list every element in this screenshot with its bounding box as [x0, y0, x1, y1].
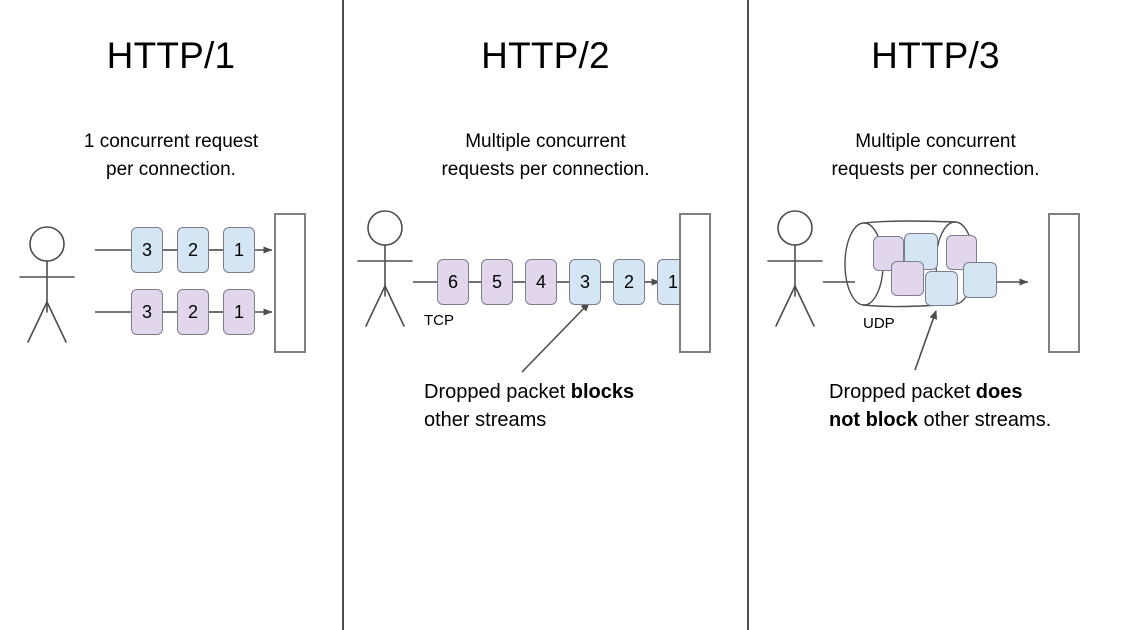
- packet-http1-blue-1: 1: [223, 227, 255, 273]
- caption-http2: Dropped packet blocks other streams: [424, 378, 724, 435]
- column-subtitle-http3: Multiple concurrent requests per connect…: [831, 131, 1040, 180]
- caption-http2-line1-bold: blocks: [570, 381, 635, 403]
- server-http1: [274, 213, 306, 353]
- packet-http1-blue-2: 2: [177, 227, 209, 273]
- column-title-http3: HTTP/3: [871, 35, 1000, 76]
- column-title-http2: HTTP/2: [481, 35, 610, 76]
- column-title-http1: HTTP/1: [106, 35, 236, 76]
- caption-http3-line2-plain: other streams.: [917, 409, 1052, 432]
- packet-http3-blue-c: [963, 262, 997, 298]
- caption-http3: Dropped packet does not block other stre…: [829, 378, 1122, 435]
- packet-http2-4: 4: [525, 259, 557, 305]
- column-divider-2: [747, 0, 749, 630]
- packet-http3-blue-b: [925, 271, 958, 306]
- server-http3: [1048, 213, 1080, 353]
- column-divider-1: [342, 0, 344, 630]
- packet-http2-3: 3: [569, 259, 601, 305]
- caption-http2-line2: other streams: [424, 409, 547, 432]
- packet-http2-2: 2: [613, 259, 645, 305]
- caption-http3-line1-plain: Dropped packet: [829, 381, 976, 403]
- caption-http2-line1-plain: Dropped packet: [424, 381, 571, 403]
- column-http3: HTTP/3 Multiple concurrent requests per …: [749, 0, 1122, 630]
- packet-http1-purple-1: 1: [223, 289, 255, 335]
- column-http2: HTTP/2 Multiple concurrent requests per …: [343, 0, 748, 630]
- packet-http2-6: 6: [437, 259, 469, 305]
- packet-http2-5: 5: [481, 259, 513, 305]
- column-http1: HTTP/1 1 concurrent request per connecti…: [0, 0, 342, 630]
- packet-http1-blue-3: 3: [131, 227, 163, 273]
- column-subtitle-http1: 1 concurrent request per connection.: [83, 131, 259, 180]
- packet-http1-purple-2: 2: [177, 289, 209, 335]
- caption-http3-line1-bold: does: [975, 381, 1023, 403]
- packet-http1-purple-3: 3: [131, 289, 163, 335]
- transport-label-tcp: TCP: [424, 312, 454, 329]
- packet-http3-purple-b: [891, 261, 924, 296]
- server-http2: [679, 213, 711, 353]
- caption-http3-line2-bold: not block: [829, 409, 918, 432]
- column-subtitle-http2: Multiple concurrent requests per connect…: [441, 131, 650, 180]
- transport-label-udp: UDP: [863, 315, 895, 332]
